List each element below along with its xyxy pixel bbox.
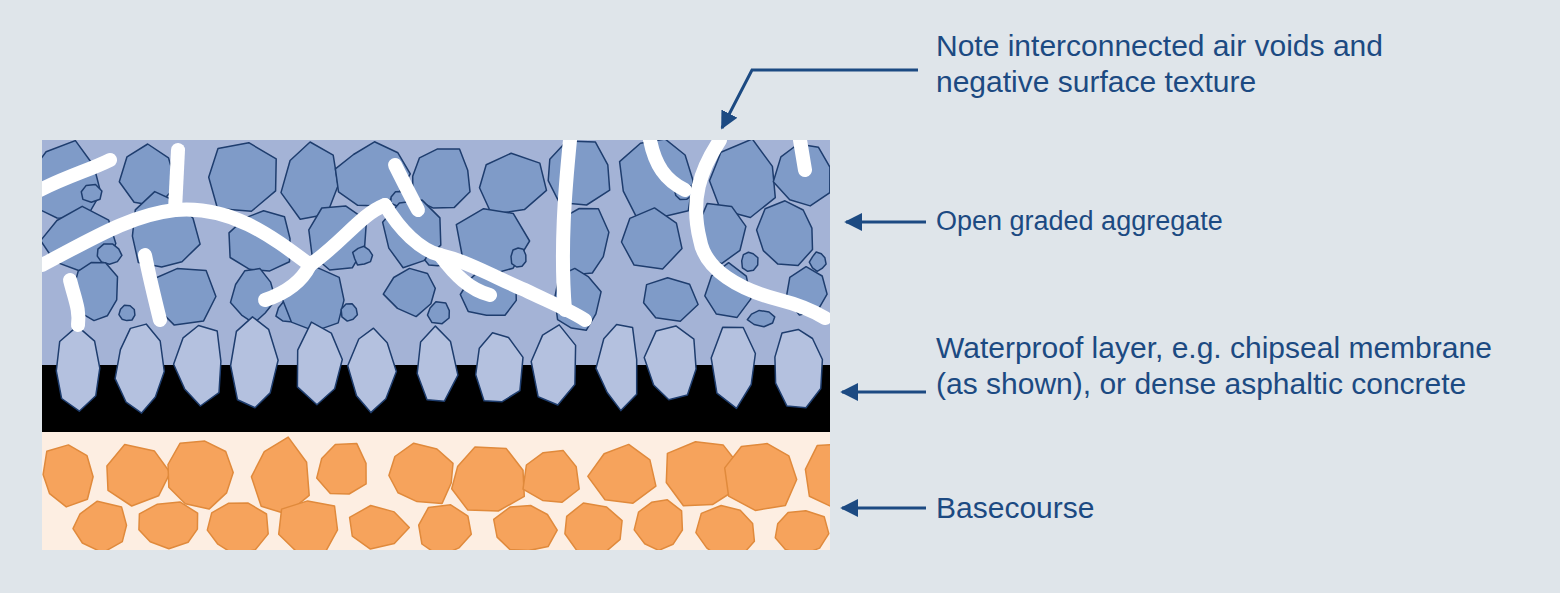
- stone: [81, 185, 102, 203]
- stone: [620, 140, 694, 217]
- stone: [383, 268, 435, 316]
- stone: [389, 443, 453, 503]
- stone: [725, 444, 797, 511]
- stone: [452, 447, 525, 511]
- stone: [317, 444, 366, 494]
- layer-label: Basecourse: [936, 490, 1456, 526]
- stone: [809, 252, 826, 271]
- stone: [634, 500, 682, 550]
- layer-label: Waterproof layer, e.g. chipseal membrane…: [936, 330, 1496, 402]
- stone: [353, 246, 373, 265]
- stone: [548, 141, 610, 205]
- stone: [115, 324, 164, 413]
- stone: [711, 327, 755, 408]
- stone: [511, 248, 526, 267]
- stone: [747, 310, 774, 326]
- stone: [107, 445, 170, 506]
- layer-label: Open graded aggregate: [936, 205, 1456, 237]
- stone: [209, 143, 277, 212]
- stone: [531, 325, 575, 405]
- stone: [207, 503, 268, 550]
- stone: [43, 445, 93, 507]
- stone: [757, 201, 813, 266]
- chip-stones: [56, 317, 822, 413]
- stone: [297, 322, 342, 405]
- stone: [805, 444, 830, 507]
- stone: [350, 506, 410, 550]
- stone: [119, 305, 135, 320]
- stone: [644, 326, 696, 400]
- stone: [168, 441, 233, 509]
- aggregate-stones: [42, 140, 830, 331]
- stone: [775, 511, 829, 550]
- leader-arrows: [722, 70, 926, 508]
- stone: [413, 149, 470, 208]
- stone: [231, 317, 279, 408]
- stone: [494, 506, 558, 551]
- callout-note: Note interconnected air voids and negati…: [936, 28, 1436, 100]
- stone: [775, 329, 823, 407]
- air-voids: [42, 140, 825, 325]
- stone: [97, 244, 122, 264]
- stone: [428, 302, 450, 324]
- stone: [565, 503, 622, 550]
- stone: [279, 501, 338, 550]
- stone: [174, 326, 221, 407]
- stone: [644, 278, 699, 322]
- stone: [696, 506, 755, 551]
- stone: [73, 501, 127, 550]
- stone: [56, 326, 100, 411]
- stone: [622, 208, 683, 269]
- stone: [480, 153, 547, 214]
- basecourse-stones: [43, 437, 830, 550]
- stone: [348, 328, 397, 412]
- stone: [523, 450, 579, 502]
- stone: [282, 267, 344, 331]
- stone: [417, 326, 458, 401]
- stone: [341, 304, 357, 321]
- stone: [742, 252, 758, 271]
- stone: [476, 333, 523, 402]
- stone: [596, 325, 637, 411]
- stone: [139, 502, 198, 549]
- stone: [588, 444, 656, 503]
- stone: [419, 505, 472, 550]
